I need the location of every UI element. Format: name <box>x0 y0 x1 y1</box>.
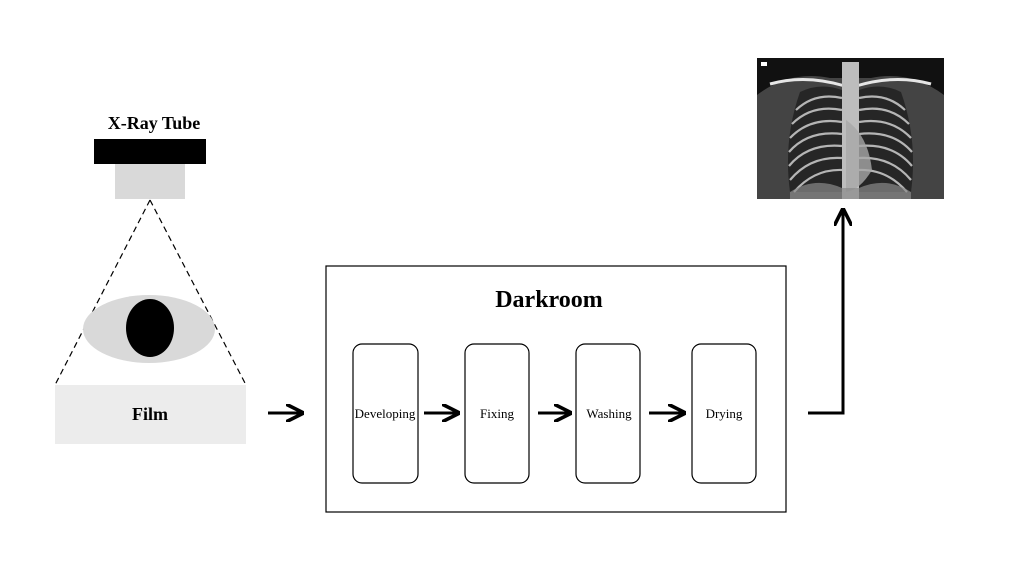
darkroom-step-drying: Drying <box>691 343 757 484</box>
patient-object <box>83 295 215 363</box>
arrow-darkroom-to-radiograph <box>808 210 843 415</box>
step-label-fixing: Fixing <box>480 406 514 421</box>
patient-organ <box>126 299 174 357</box>
darkroom-title: Darkroom <box>495 287 603 313</box>
film: Film <box>55 385 246 444</box>
step-box <box>575 343 641 484</box>
step-box <box>352 343 419 484</box>
film-plate <box>55 385 246 444</box>
beam-right-edge <box>149 199 247 386</box>
xray-tube-head <box>94 139 206 164</box>
step-label-developing: Developing <box>355 406 416 421</box>
darkroom-step-fixing: Fixing <box>464 343 530 484</box>
darkroom-step-washing: Washing <box>575 343 641 484</box>
chest-xray-image <box>757 58 944 199</box>
xray-tube-label: X-Ray Tube <box>108 113 201 133</box>
xray-tube-collimator <box>115 164 185 199</box>
darkroom: Darkroom Developing Fixing Washing Dryin… <box>325 265 787 513</box>
step-label-washing: Washing <box>586 406 632 421</box>
darkroom-step-developing: Developing <box>352 343 419 484</box>
xray-beam <box>54 199 247 386</box>
xray-tube: X-Ray Tube <box>94 113 206 199</box>
film-label: Film <box>132 404 168 424</box>
beam-left-edge <box>54 199 151 386</box>
step-box <box>691 343 757 484</box>
step-box <box>464 343 530 484</box>
step-label-drying: Drying <box>706 406 743 421</box>
radiograph-marker <box>761 62 767 66</box>
